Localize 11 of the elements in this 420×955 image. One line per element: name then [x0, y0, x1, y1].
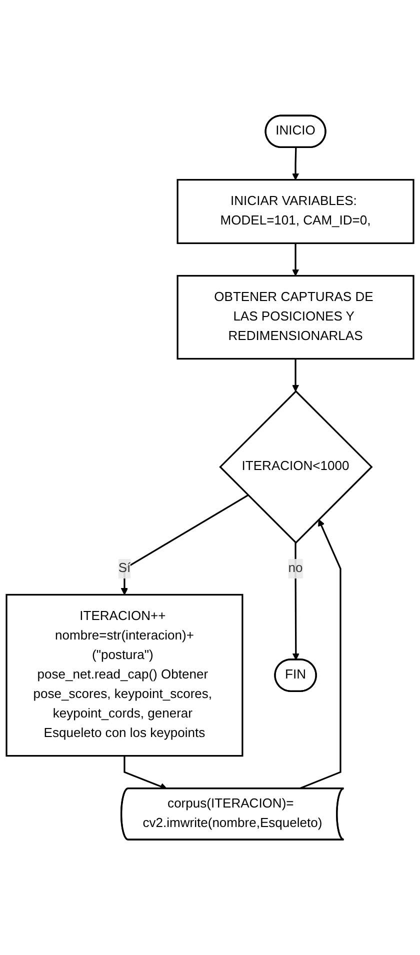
- arrow: [292, 243, 300, 276]
- arrow: [292, 148, 300, 180]
- arrow: [292, 542, 300, 660]
- edge-label: no: [288, 561, 303, 576]
- arrow: [292, 358, 300, 392]
- arrow: [120, 494, 248, 595]
- node-box: INICIAR VARIABLES: MODEL=101, CAM_ID=0,: [176, 178, 414, 244]
- node-diamond: ITERACION<1000: [219, 390, 373, 544]
- node-box: ITERACION++ nombre=str(interacion)+("postura") pose_net.read_cap() Obtener pose_scores, keypoint_scores, keypoint_cords, generar Esqueleto con los keypoints: [6, 594, 244, 757]
- node-box: OBTENER CAPTURAS DE LAS POSICIONES Y REDIMENSIONARLAS: [176, 274, 414, 360]
- edge-label: Sí: [118, 561, 131, 576]
